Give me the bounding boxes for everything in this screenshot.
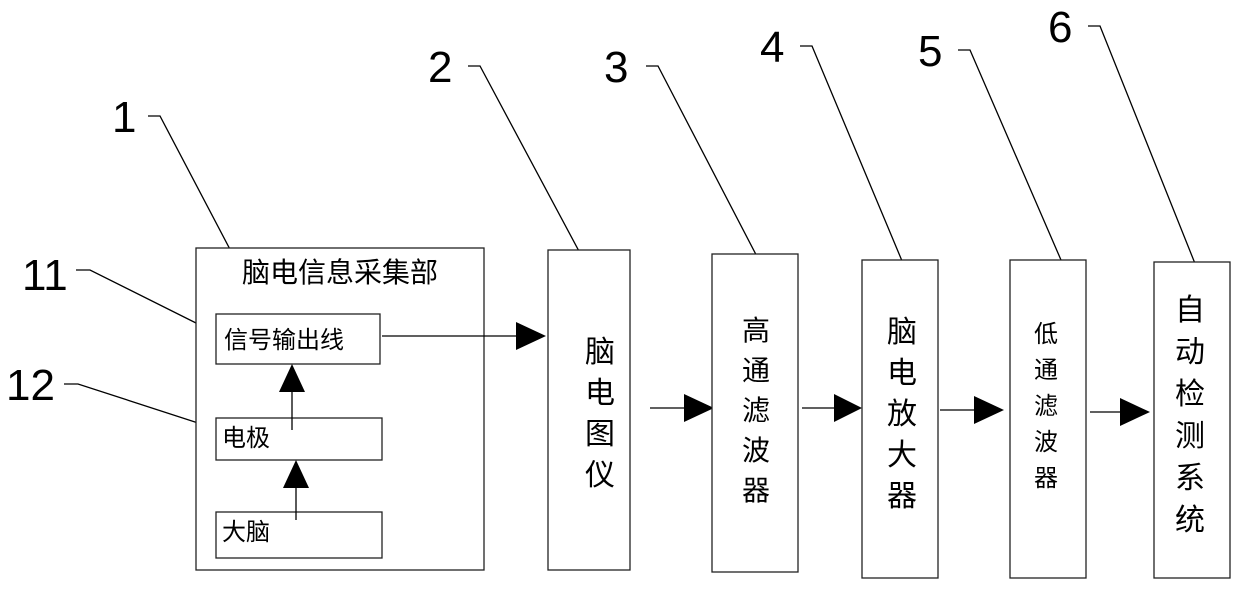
leader-line-3 bbox=[646, 66, 764, 270]
high-pass-filter-block: 高 通 滤 波 器 bbox=[712, 254, 798, 572]
eeg-device-block: 脑 电 图 仪 bbox=[548, 250, 630, 570]
high-pass-filter-char: 滤 bbox=[742, 394, 770, 427]
eeg-amplifier-char: 电 bbox=[887, 356, 917, 391]
eeg-device-char: 仪 bbox=[585, 458, 615, 493]
eeg-amplifier-char: 大 bbox=[887, 438, 917, 473]
acquisition-unit-title: 脑电信息采集部 bbox=[242, 256, 438, 289]
auto-detection-char: 检 bbox=[1175, 377, 1205, 412]
auto-detection-char: 自 bbox=[1175, 293, 1205, 328]
callout-number-12: 12 bbox=[6, 361, 55, 410]
high-pass-filter-char: 波 bbox=[742, 434, 770, 467]
auto-detection-char: 系 bbox=[1175, 461, 1205, 496]
eeg-amplifier-char: 脑 bbox=[887, 315, 917, 350]
callout-number-3: 3 bbox=[604, 43, 628, 92]
auto-detection-char: 动 bbox=[1175, 335, 1205, 370]
high-pass-filter-char: 器 bbox=[742, 474, 770, 507]
eeg-device-char: 图 bbox=[585, 417, 615, 452]
leader-line-4 bbox=[800, 46, 911, 280]
low-pass-filter-char: 低 bbox=[1034, 320, 1058, 348]
arrow-high-pass-to-amplifier bbox=[802, 394, 862, 422]
arrow-low-pass-to-auto-detection bbox=[1090, 398, 1150, 426]
callout-number-2: 2 bbox=[428, 43, 452, 92]
eeg-device-char: 脑 bbox=[585, 335, 615, 370]
eeg-amplifier-char: 放 bbox=[887, 397, 917, 432]
eeg-device-char: 电 bbox=[585, 376, 615, 411]
arrow-amplifier-to-low-pass bbox=[940, 396, 1004, 424]
callout-number-5: 5 bbox=[918, 27, 942, 76]
low-pass-filter-char: 器 bbox=[1034, 464, 1058, 492]
callout-number-1: 1 bbox=[112, 93, 136, 142]
low-pass-filter-char: 波 bbox=[1034, 428, 1058, 456]
eeg-amplifier-block: 脑 电 放 大 器 bbox=[862, 260, 938, 578]
callout-number-6: 6 bbox=[1048, 3, 1072, 52]
signal-line-label: 信号输出线 bbox=[224, 326, 344, 354]
leader-line-2 bbox=[468, 66, 588, 268]
leader-line-5 bbox=[958, 50, 1075, 290]
eeg-amplifier-char: 器 bbox=[887, 479, 917, 514]
acquisition-unit: 脑电信息采集部 信号输出线 电极 大脑 bbox=[196, 248, 484, 570]
electrode-label: 电极 bbox=[222, 424, 270, 452]
low-pass-filter-block: 低 通 滤 波 器 bbox=[1010, 260, 1086, 578]
callout-number-4: 4 bbox=[760, 23, 784, 72]
leader-line-6 bbox=[1088, 26, 1201, 276]
auto-detection-block: 自 动 检 测 系 统 bbox=[1154, 262, 1230, 578]
high-pass-filter-char: 通 bbox=[742, 354, 770, 387]
auto-detection-char: 测 bbox=[1175, 419, 1205, 454]
low-pass-filter-char: 通 bbox=[1034, 356, 1058, 384]
high-pass-filter-char: 高 bbox=[742, 314, 770, 347]
callout-number-11: 11 bbox=[22, 251, 68, 300]
brain-label: 大脑 bbox=[222, 518, 270, 546]
low-pass-filter-char: 滤 bbox=[1034, 392, 1058, 420]
auto-detection-char: 统 bbox=[1175, 503, 1205, 538]
arrow-eeg-device-to-high-pass bbox=[650, 394, 714, 422]
